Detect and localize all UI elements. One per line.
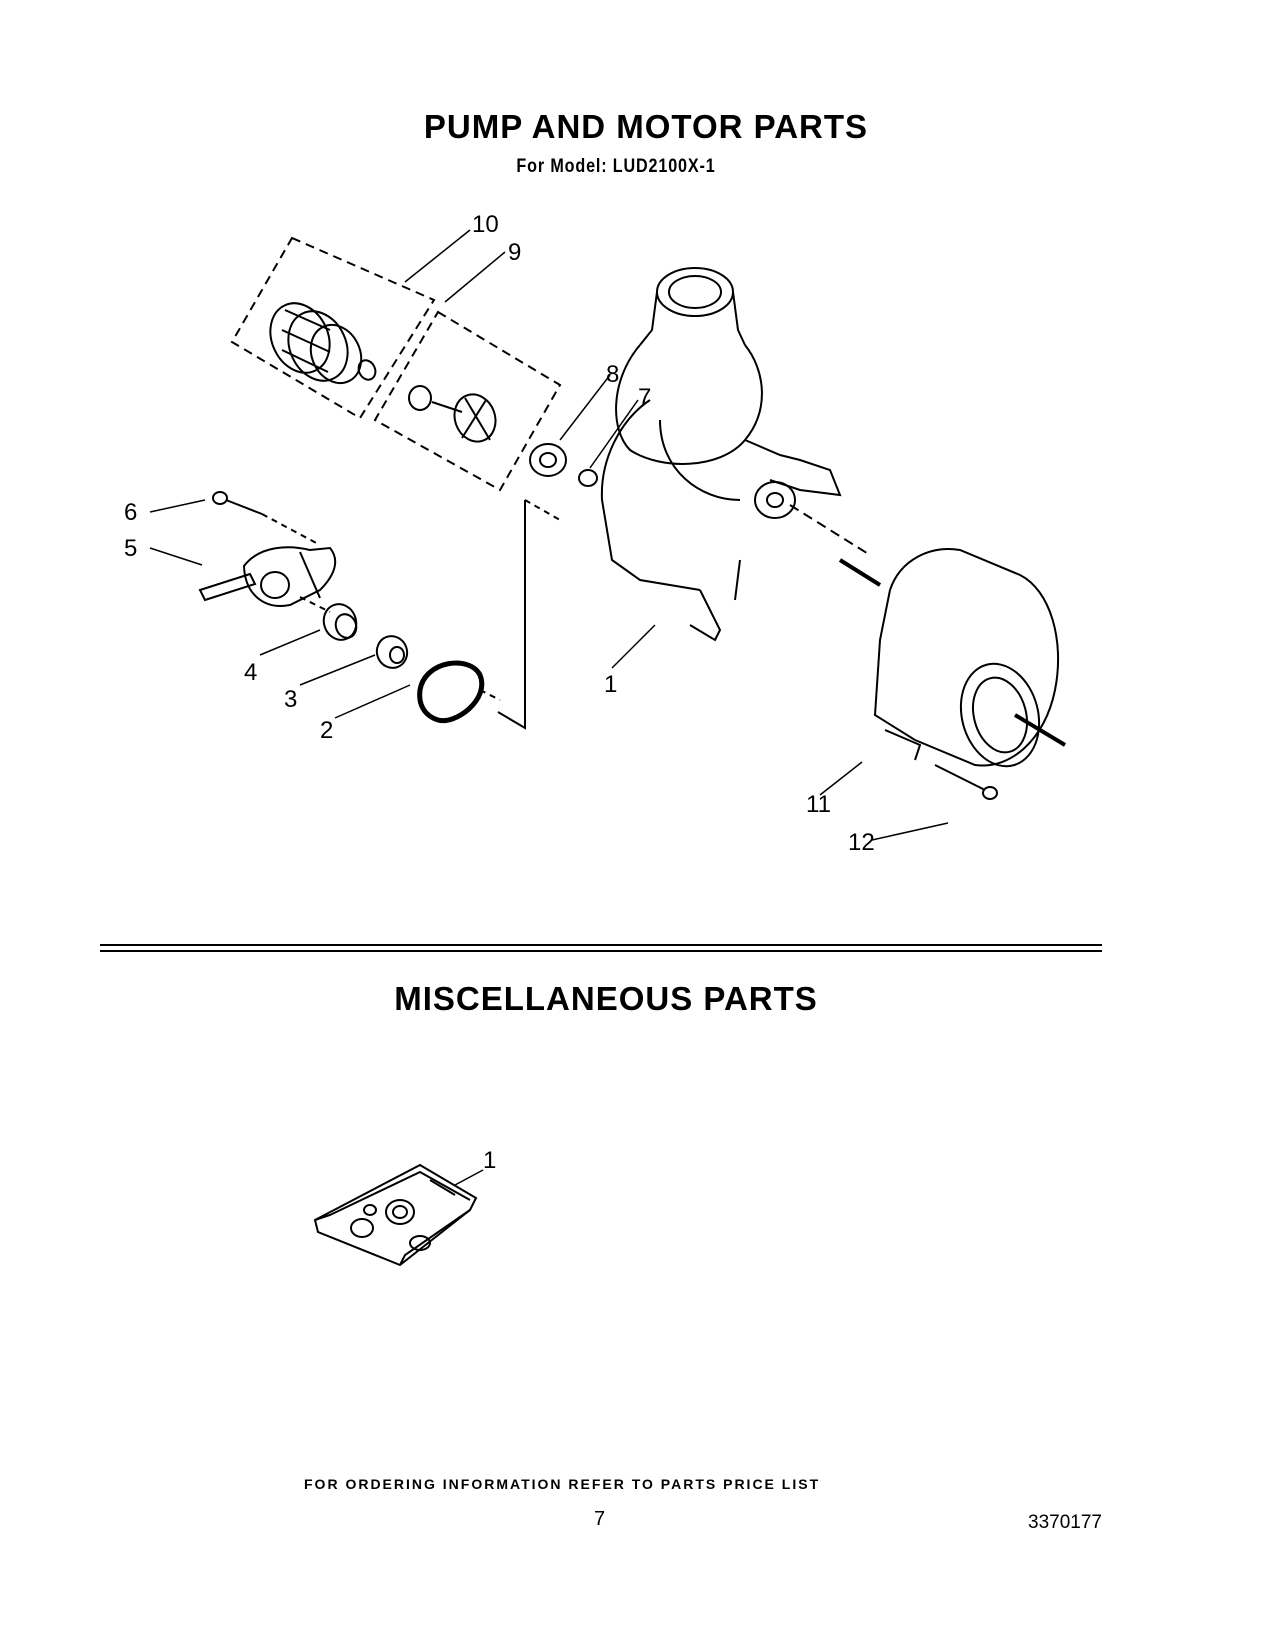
callout-3: 3 (284, 686, 297, 713)
section-divider-top (100, 944, 1102, 946)
callout-10: 10 (472, 211, 499, 238)
callout-6: 6 (124, 499, 137, 526)
part-11-motor (838, 548, 1067, 768)
callout-8: 8 (606, 361, 619, 388)
assembly-axis (789, 504, 871, 556)
callout-1: 1 (604, 671, 617, 698)
callout-numbers: 10 9 8 7 6 5 4 3 2 1 11 12 (124, 211, 875, 856)
reference-bracket (497, 500, 526, 730)
page-number: 7 (594, 1508, 606, 1530)
misc-part-1-bracket (313, 1163, 484, 1267)
callout-11: 11 (806, 791, 831, 818)
part-1-pump-housing (600, 267, 842, 642)
part-6-screw (212, 491, 263, 515)
leader-lines (149, 229, 949, 841)
ordering-info-note: FOR ORDERING INFORMATION REFER TO PARTS … (304, 1476, 821, 1492)
section-divider-bottom (100, 950, 1102, 952)
part-10-group-box (230, 236, 436, 420)
callout-4: 4 (244, 659, 257, 686)
part-5-bracket (198, 546, 337, 607)
pump-section-title: PUMP AND MOTOR PARTS (423, 108, 869, 145)
callout-12: 12 (848, 829, 875, 856)
model-subtitle: For Model: LUD2100X-1 (516, 156, 716, 177)
misc-section-title: MISCELLANEOUS PARTS (394, 980, 818, 1017)
document-number: 3370177 (1028, 1512, 1102, 1533)
part-10-screen (269, 302, 377, 385)
part-9-impeller (408, 385, 497, 443)
callout-2: 2 (320, 717, 333, 744)
pump-motor-diagram: 10 9 8 7 6 5 4 3 2 1 11 12 (124, 211, 1067, 856)
part-4-bearing (322, 603, 358, 641)
part-7-washer (578, 469, 598, 487)
callout-9: 9 (508, 239, 521, 266)
part-8-seal (529, 443, 567, 477)
callout-5: 5 (124, 535, 137, 562)
misc-callout-1: 1 (483, 1147, 496, 1174)
callout-7: 7 (638, 384, 651, 411)
part-3-seal (375, 635, 409, 669)
part-12-screw (934, 764, 998, 800)
part-9-group-box (373, 310, 562, 492)
part-2-gasket (417, 660, 485, 724)
